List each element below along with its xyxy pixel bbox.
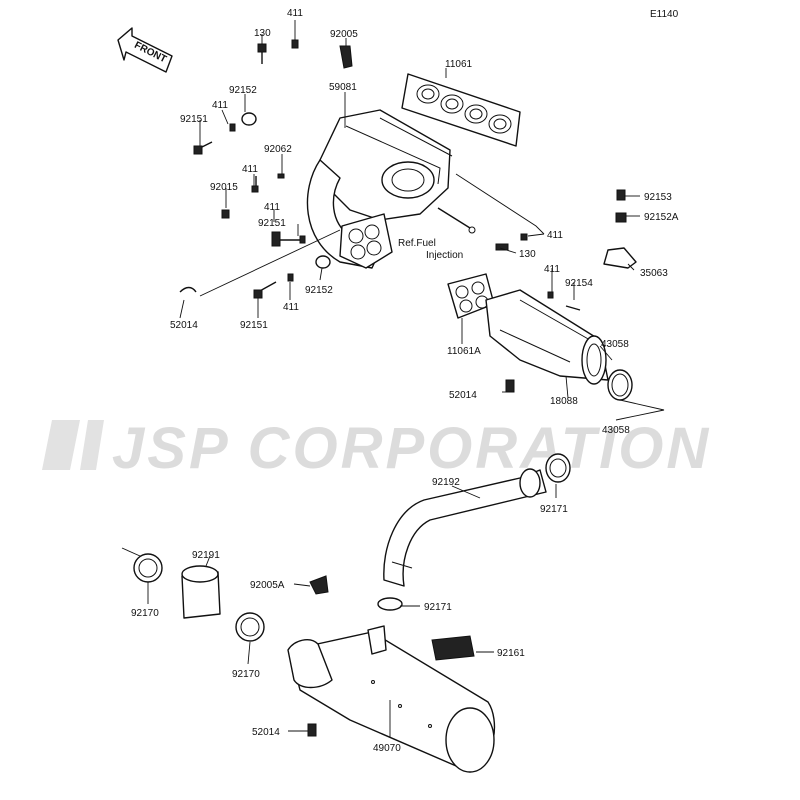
part-label-92152-b: 92152 xyxy=(305,285,333,296)
exhaust-manifold xyxy=(306,73,521,269)
part-label-11061A: 11061A xyxy=(447,346,481,357)
part-label-92005: 92005 xyxy=(330,29,358,40)
muffler xyxy=(287,625,496,773)
part-label-52014-a: 52014 xyxy=(170,320,198,331)
part-label-11061: 11061 xyxy=(445,59,473,70)
tail-pipe xyxy=(133,453,571,642)
part-label-35063: 35063 xyxy=(640,268,668,279)
exhaust-pipe xyxy=(447,189,637,401)
leader-lines xyxy=(121,20,665,738)
part-label-92191: 92191 xyxy=(192,550,220,561)
part-label-92062: 92062 xyxy=(264,144,292,155)
part-label-49070: 49070 xyxy=(373,743,401,754)
part-label-92170-b: 92170 xyxy=(232,669,260,680)
part-label-92170-a: 92170 xyxy=(131,608,159,619)
part-label-411-c: 411 xyxy=(242,164,258,175)
watermark-text: JSP CORPORATION xyxy=(112,416,711,481)
part-label-92005A: 92005A xyxy=(250,580,285,591)
part-label-59081: 59081 xyxy=(329,82,357,93)
diagram-id: E1140 xyxy=(650,9,679,20)
part-label-18088: 18088 xyxy=(550,396,578,407)
part-label-92151-a: 92151 xyxy=(180,114,208,125)
part-label-411-a: 411 xyxy=(287,8,303,19)
part-label-92151-b: 92151 xyxy=(258,218,286,229)
part-label-43058-a: 43058 xyxy=(601,339,629,350)
part-label-92171-b: 92171 xyxy=(424,602,452,613)
part-label-92154: 92154 xyxy=(565,278,593,289)
part-label-52014-c: 52014 xyxy=(252,727,280,738)
manifold-bolts xyxy=(179,39,528,299)
watermark: JSP CORPORATION xyxy=(42,416,711,481)
part-label-92153: 92153 xyxy=(644,192,672,203)
part-label-92151-c: 92151 xyxy=(240,320,268,331)
reference-note-line2: Injection xyxy=(426,250,463,261)
part-label-43058-b: 43058 xyxy=(602,425,630,436)
part-label-130-a: 130 xyxy=(254,28,271,39)
part-label-130-b: 130 xyxy=(519,249,536,260)
part-label-92192: 92192 xyxy=(432,477,460,488)
part-label-52014-b: 52014 xyxy=(449,390,477,401)
part-label-92015: 92015 xyxy=(210,182,238,193)
part-label-92161: 92161 xyxy=(497,648,525,659)
reference-note-line1: Ref.Fuel xyxy=(398,238,436,249)
part-label-92171-a: 92171 xyxy=(540,504,568,515)
part-label-411-f: 411 xyxy=(283,302,299,313)
part-label-411-e: 411 xyxy=(547,230,563,241)
part-label-411-b: 411 xyxy=(212,100,228,111)
reference-note: Ref.Fuel Injection xyxy=(398,238,463,261)
part-labels: 411 130 92005 11061 59081 92152 411 9215… xyxy=(131,8,679,754)
part-label-411-g: 411 xyxy=(544,264,560,275)
part-label-92152A: 92152A xyxy=(644,212,679,223)
part-label-411-d: 411 xyxy=(264,202,280,213)
part-label-92152-a: 92152 xyxy=(229,85,257,96)
front-arrow-icon: FRONT xyxy=(117,27,173,73)
